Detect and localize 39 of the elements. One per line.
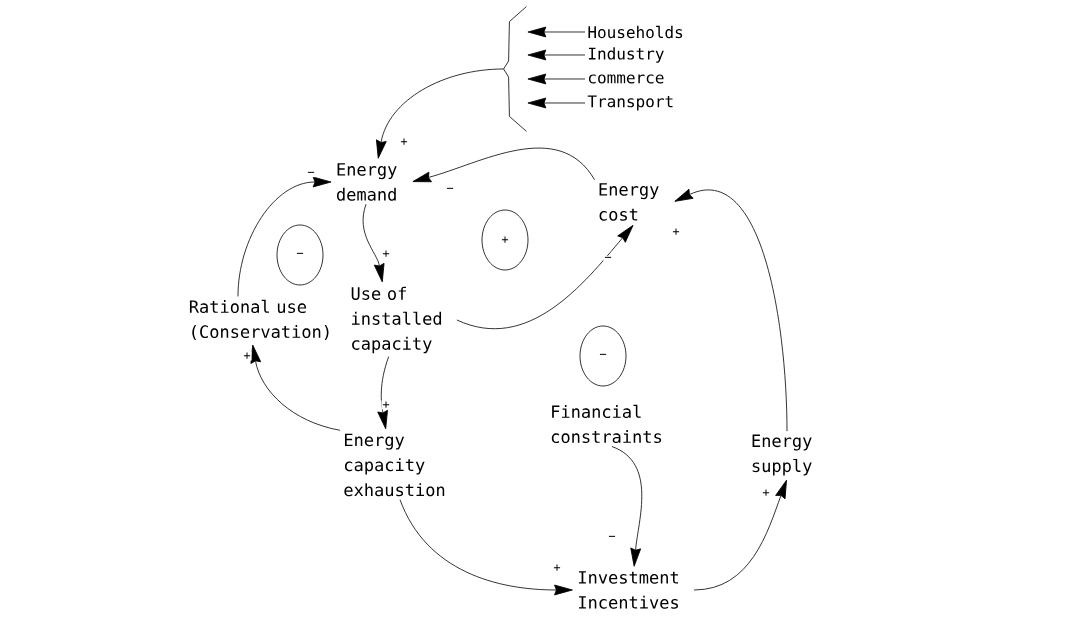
variable-label: Rational use (Conservation) [189,299,329,341]
edge-label: + [761,488,771,498]
variable-label: Energy capacity exhaustion [344,433,445,497]
arrow [377,356,390,430]
sector-label: Households [588,25,683,39]
arrow [237,176,332,297]
variable-label: Energy supply [752,434,812,476]
arrow [250,344,341,431]
edge-label: − [445,186,455,194]
arrow [527,73,586,85]
arrow [456,224,634,330]
sector-label: commerce [588,74,664,84]
edge-label: + [381,400,391,410]
variable-label: Investment Incentives [579,571,678,609]
arrow [412,147,595,183]
arrow [693,479,787,591]
arrow [674,188,788,432]
variable-label: Energy cost [599,183,659,221]
arrow [399,499,573,596]
edge-label: + [399,137,409,147]
arrow [376,68,504,159]
sector-label: Transport [587,95,673,111]
arrow [527,97,586,109]
variable-label: Energy demand [337,163,397,201]
edge-label: + [552,563,562,573]
variable-label: Use of installed capacity [351,286,442,354]
arrow [611,446,643,567]
edge-label: + [242,351,252,361]
edge-label: + [671,227,681,237]
brace [503,6,527,132]
arrow [362,203,385,283]
sector-label: Industry [589,47,664,63]
variable-label: Financial constraints [551,404,662,444]
edge-label: − [607,534,617,542]
arrow [527,26,586,38]
arrow [527,49,586,61]
edge-label: − [603,255,613,263]
edge-label: − [306,170,316,178]
edge-label: + [381,249,391,259]
